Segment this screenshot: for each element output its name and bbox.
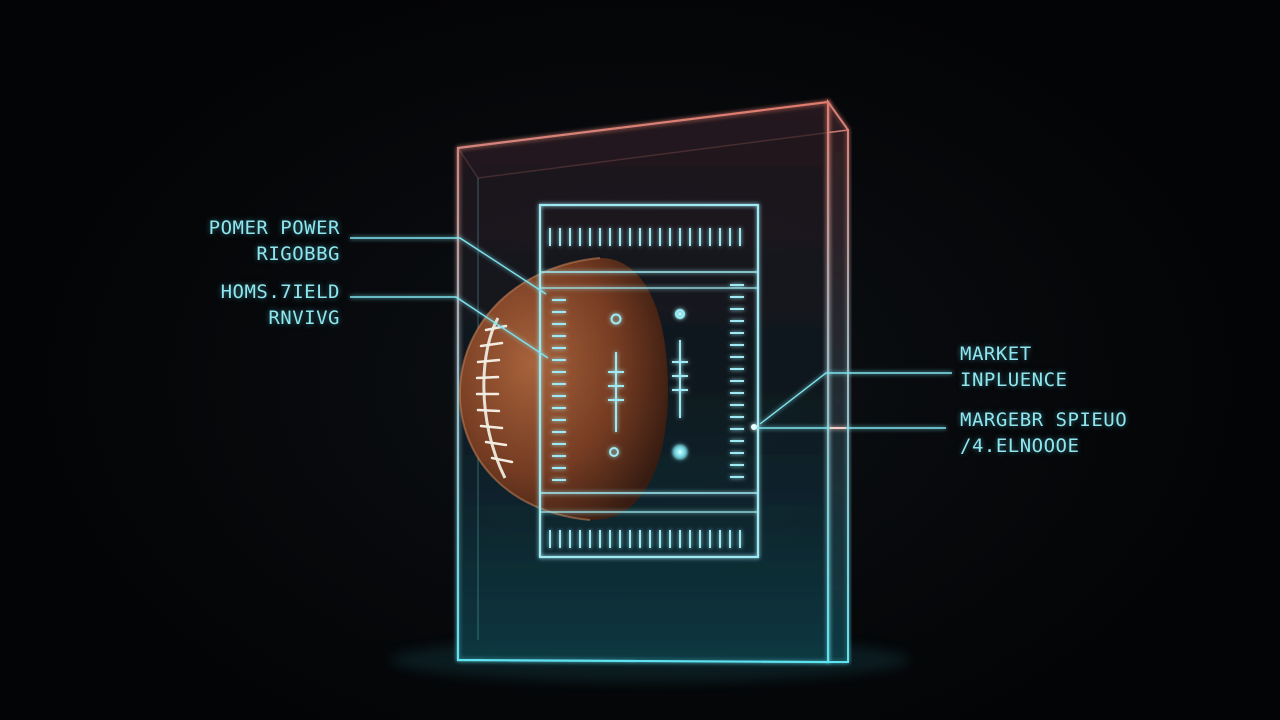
leader-lines bbox=[350, 237, 952, 430]
marger-callout-line-2: /4.ELNOOOE bbox=[960, 435, 1080, 457]
power-callout-line-1: POMER POWER bbox=[208, 217, 340, 239]
power-riding-callout: POMER POWER RIGOBBG bbox=[209, 215, 340, 267]
market-callout-line-2: INPLUENCE bbox=[960, 369, 1068, 391]
field-callout-line-2: RNVIVG bbox=[268, 307, 340, 329]
market-influence-callout: MARKET INPLUENCE bbox=[960, 341, 1067, 393]
marger-speed-callout: MARGEBR SPIEUO /4.ELNOOOE bbox=[960, 407, 1127, 459]
field-diagram-icon bbox=[538, 203, 760, 559]
marger-callout-line-1: MARGEBR SPIEUO bbox=[960, 409, 1128, 431]
power-callout-line-2: RIGOBBG bbox=[256, 243, 340, 265]
home-field-callout: HOMS.7IELD RNVIVG bbox=[221, 279, 340, 331]
field-callout-line-1: HOMS.7IELD bbox=[220, 281, 340, 303]
market-callout-line-1: MARKET bbox=[960, 343, 1032, 365]
